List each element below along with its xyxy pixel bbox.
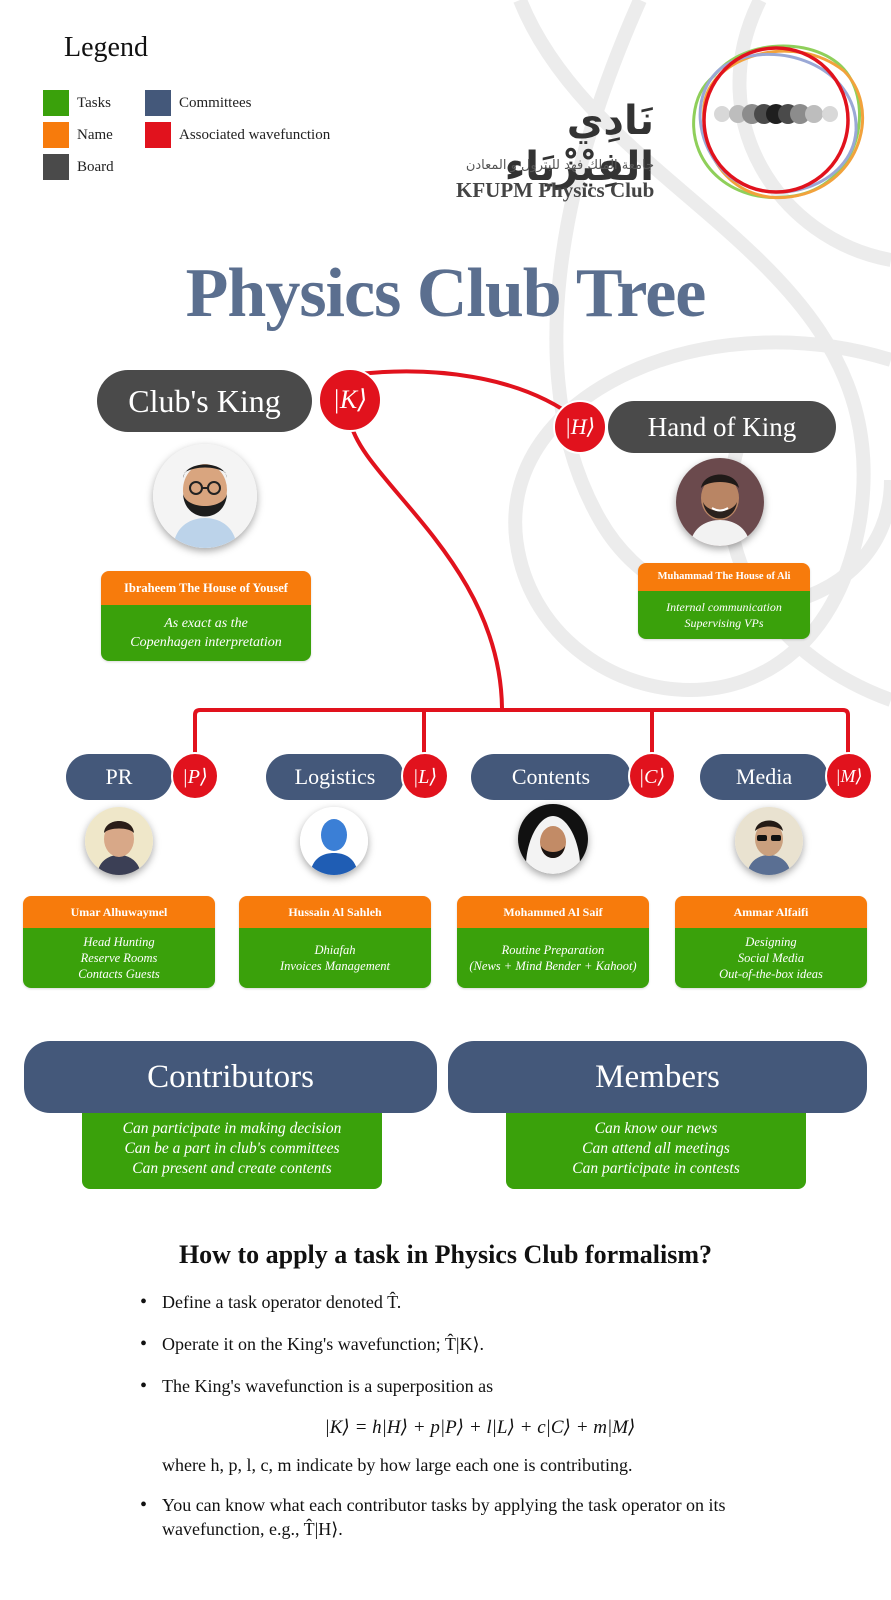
members-tasks: Can know our news Can attend all meeting… bbox=[506, 1113, 806, 1189]
king-ket-label: |K⟩ bbox=[332, 385, 368, 414]
person-young-icon bbox=[85, 807, 153, 875]
committee-tasks-media: Designing Social Media Out-of-the-box id… bbox=[675, 928, 867, 988]
legend-label-name: Name bbox=[77, 126, 113, 143]
committee-name-pr: Umar Alhuwaymel bbox=[23, 896, 215, 928]
page-title: Physics Club Tree bbox=[185, 255, 707, 332]
committee-ket-pr: |P⟩ bbox=[171, 752, 219, 800]
contributors-tasks: Can participate in making decision Can b… bbox=[82, 1113, 382, 1189]
committee-name-logistics: Hussain Al Sahleh bbox=[239, 896, 431, 928]
committee-tasks-logistics: Dhiafah Invoices Management bbox=[239, 928, 431, 988]
bullet-define-operator: Define a task operator denoted T̂. bbox=[140, 1290, 820, 1314]
committee-role-pr: PR bbox=[105, 764, 133, 789]
committee-tasks-contents: Routine Preparation (News + Mind Bender … bbox=[457, 928, 649, 988]
committee-tasks-pr: Head Hunting Reserve Rooms Contacts Gues… bbox=[23, 928, 215, 988]
committee-name-contents: Mohammed Al Saif bbox=[457, 896, 649, 928]
person-smiling-icon bbox=[676, 458, 764, 546]
contributors-title: Contributors bbox=[147, 1058, 314, 1095]
bullet-operate-king: Operate it on the King's wavefunction; T… bbox=[140, 1332, 820, 1356]
committee-pill-logistics: Logistics bbox=[266, 754, 404, 800]
legend: Tasks Name Board Committees Associated w… bbox=[43, 90, 353, 190]
legend-label-committees: Committees bbox=[179, 94, 252, 111]
committee-pill-media: Media bbox=[700, 754, 828, 800]
hand-tasks: Internal communication Supervising VPs bbox=[638, 591, 810, 639]
superposition-equation: |K⟩ = h|H⟩ + p|P⟩ + l|L⟩ + c|C⟩ + m|M⟩ bbox=[324, 1417, 636, 1438]
hand-role-label: Hand of King bbox=[647, 411, 797, 442]
committee-role-contents: Contents bbox=[511, 764, 591, 789]
committee-role-logistics: Logistics bbox=[294, 764, 376, 789]
legend-swatch-wavefunction bbox=[145, 122, 171, 148]
hand-role-pill: Hand of King bbox=[608, 401, 836, 453]
legend-label-board: Board bbox=[77, 158, 114, 175]
committee-card-media: Ammar Alfaifi Designing Social Media Out… bbox=[675, 896, 867, 988]
formalism-bullet-list: Define a task operator denoted T̂. Opera… bbox=[140, 1290, 820, 1559]
king-info-card: Ibraheem The House of Yousef As exact as… bbox=[101, 571, 311, 661]
legend-swatch-board bbox=[43, 154, 69, 180]
legend-swatch-committees bbox=[145, 90, 171, 116]
committee-ket-label-contents: |C⟩ bbox=[638, 765, 666, 788]
bullet-apply-operator: You can know what each contributor tasks… bbox=[140, 1493, 820, 1541]
committee-role-media: Media bbox=[735, 764, 793, 789]
committee-card-contents: Mohammed Al Saif Routine Preparation (Ne… bbox=[457, 896, 649, 988]
legend-item-committees: Committees bbox=[145, 90, 252, 116]
legend-label-wavefunction: Associated wavefunction bbox=[179, 126, 331, 143]
logo-arabic-name: نَادِي الفِيْزْيَاء bbox=[504, 98, 654, 190]
physics-club-emblem-icon bbox=[692, 44, 865, 200]
person-bearded-glasses-icon bbox=[153, 444, 257, 548]
committee-avatar-pr bbox=[85, 807, 153, 875]
king-role-label: Club's King bbox=[128, 382, 281, 419]
formalism-title: How to apply a task in Physics Club form… bbox=[178, 1240, 713, 1269]
committee-ket-label-logistics: |L⟩ bbox=[412, 765, 438, 788]
committee-ket-label-pr: |P⟩ bbox=[182, 765, 208, 788]
contributors-pill: Contributors bbox=[24, 1041, 437, 1113]
king-avatar bbox=[153, 444, 257, 548]
king-name: Ibraheem The House of Yousef bbox=[101, 571, 311, 605]
legend-swatch-tasks bbox=[43, 90, 69, 116]
king-tasks: As exact as the Copenhagen interpretatio… bbox=[101, 605, 311, 661]
committee-avatar-media bbox=[735, 807, 803, 875]
legend-label-tasks: Tasks bbox=[77, 94, 111, 111]
committee-avatar-logistics bbox=[300, 807, 368, 875]
committee-card-pr: Umar Alhuwaymel Head Hunting Reserve Roo… bbox=[23, 896, 215, 988]
legend-title: Legend bbox=[64, 32, 148, 63]
committee-ket-label-media: |M⟩ bbox=[835, 765, 863, 786]
committee-name-media: Ammar Alfaifi bbox=[675, 896, 867, 928]
person-headscarf-icon bbox=[518, 804, 588, 874]
committee-pill-pr: PR bbox=[66, 754, 172, 800]
legend-swatch-name bbox=[43, 122, 69, 148]
bullet-superposition: The King's wavefunction is a superpositi… bbox=[140, 1374, 820, 1398]
hand-info-card: Muhammad The House of Ali Internal commu… bbox=[638, 563, 810, 639]
committee-avatar-contents bbox=[518, 804, 588, 874]
logo-arabic-subtitle: جامعة الملك فهد للبترول و المعادن bbox=[465, 158, 654, 173]
coefficient-explanation: where h, p, l, c, m indicate by how larg… bbox=[162, 1455, 633, 1475]
members-title: Members bbox=[595, 1058, 720, 1095]
hand-avatar bbox=[676, 458, 764, 546]
king-ket-badge: |K⟩ bbox=[318, 368, 382, 432]
committee-pill-contents: Contents bbox=[471, 754, 631, 800]
legend-item-wavefunction: Associated wavefunction bbox=[145, 122, 330, 148]
committee-ket-logistics: |L⟩ bbox=[401, 752, 449, 800]
legend-item-board: Board bbox=[43, 154, 114, 180]
hand-ket-label: |H⟩ bbox=[564, 414, 596, 439]
hand-ket-badge: |H⟩ bbox=[553, 400, 607, 454]
king-role-pill: Club's King bbox=[97, 370, 312, 432]
default-user-silhouette-icon bbox=[300, 807, 368, 875]
committee-ket-media: |M⟩ bbox=[825, 752, 873, 800]
committee-card-logistics: Hussain Al Sahleh Dhiafah Invoices Manag… bbox=[239, 896, 431, 988]
logo-english-name: KFUPM Physics Club bbox=[456, 178, 655, 202]
committee-ket-contents: |C⟩ bbox=[628, 752, 676, 800]
members-pill: Members bbox=[448, 1041, 867, 1113]
legend-item-name: Name bbox=[43, 122, 113, 148]
person-sunglasses-icon bbox=[735, 807, 803, 875]
hand-name: Muhammad The House of Ali bbox=[638, 563, 810, 591]
legend-item-tasks: Tasks bbox=[43, 90, 111, 116]
